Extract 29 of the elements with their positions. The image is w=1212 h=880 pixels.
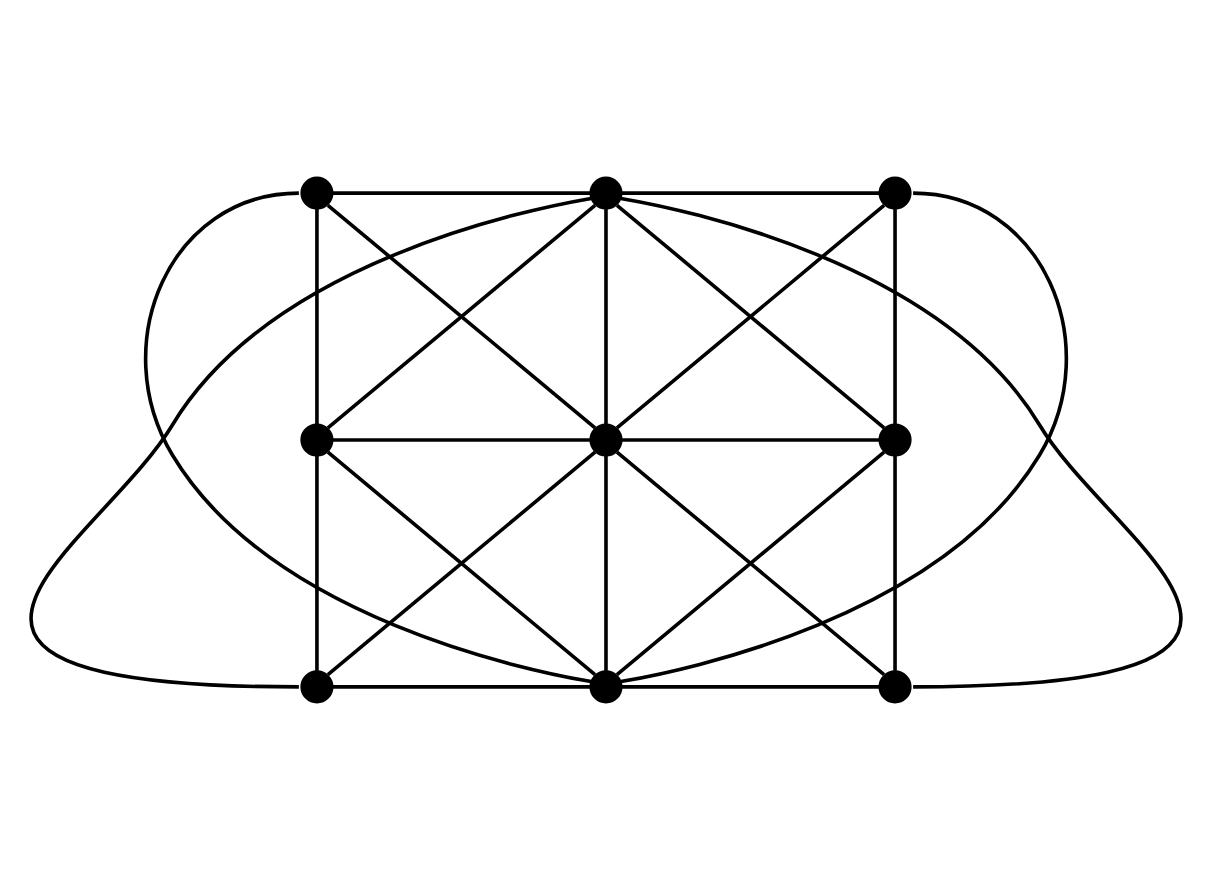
connector xyxy=(315,455,319,671)
node-circle xyxy=(300,423,334,457)
node-circle xyxy=(878,176,912,210)
node-circle xyxy=(300,670,334,704)
node-circle xyxy=(300,176,334,210)
connector xyxy=(604,209,608,424)
connector xyxy=(620,191,1068,684)
connector xyxy=(620,196,1182,689)
connector xyxy=(893,209,897,424)
connector xyxy=(315,209,319,424)
connector xyxy=(326,450,597,677)
connector xyxy=(615,203,886,430)
node-circle xyxy=(589,670,623,704)
node-circle xyxy=(878,423,912,457)
connector xyxy=(332,191,590,195)
connector xyxy=(621,191,880,195)
node-circle xyxy=(878,670,912,704)
connector xyxy=(615,450,886,677)
connector xyxy=(604,455,608,671)
connector xyxy=(893,455,897,671)
connector xyxy=(332,685,590,689)
connector xyxy=(621,685,880,689)
node-circle xyxy=(589,176,623,210)
connector xyxy=(144,191,592,684)
connector xyxy=(326,203,597,430)
connector xyxy=(332,438,590,442)
connector xyxy=(621,438,880,442)
connector xyxy=(30,196,592,689)
node-circle xyxy=(589,423,623,457)
